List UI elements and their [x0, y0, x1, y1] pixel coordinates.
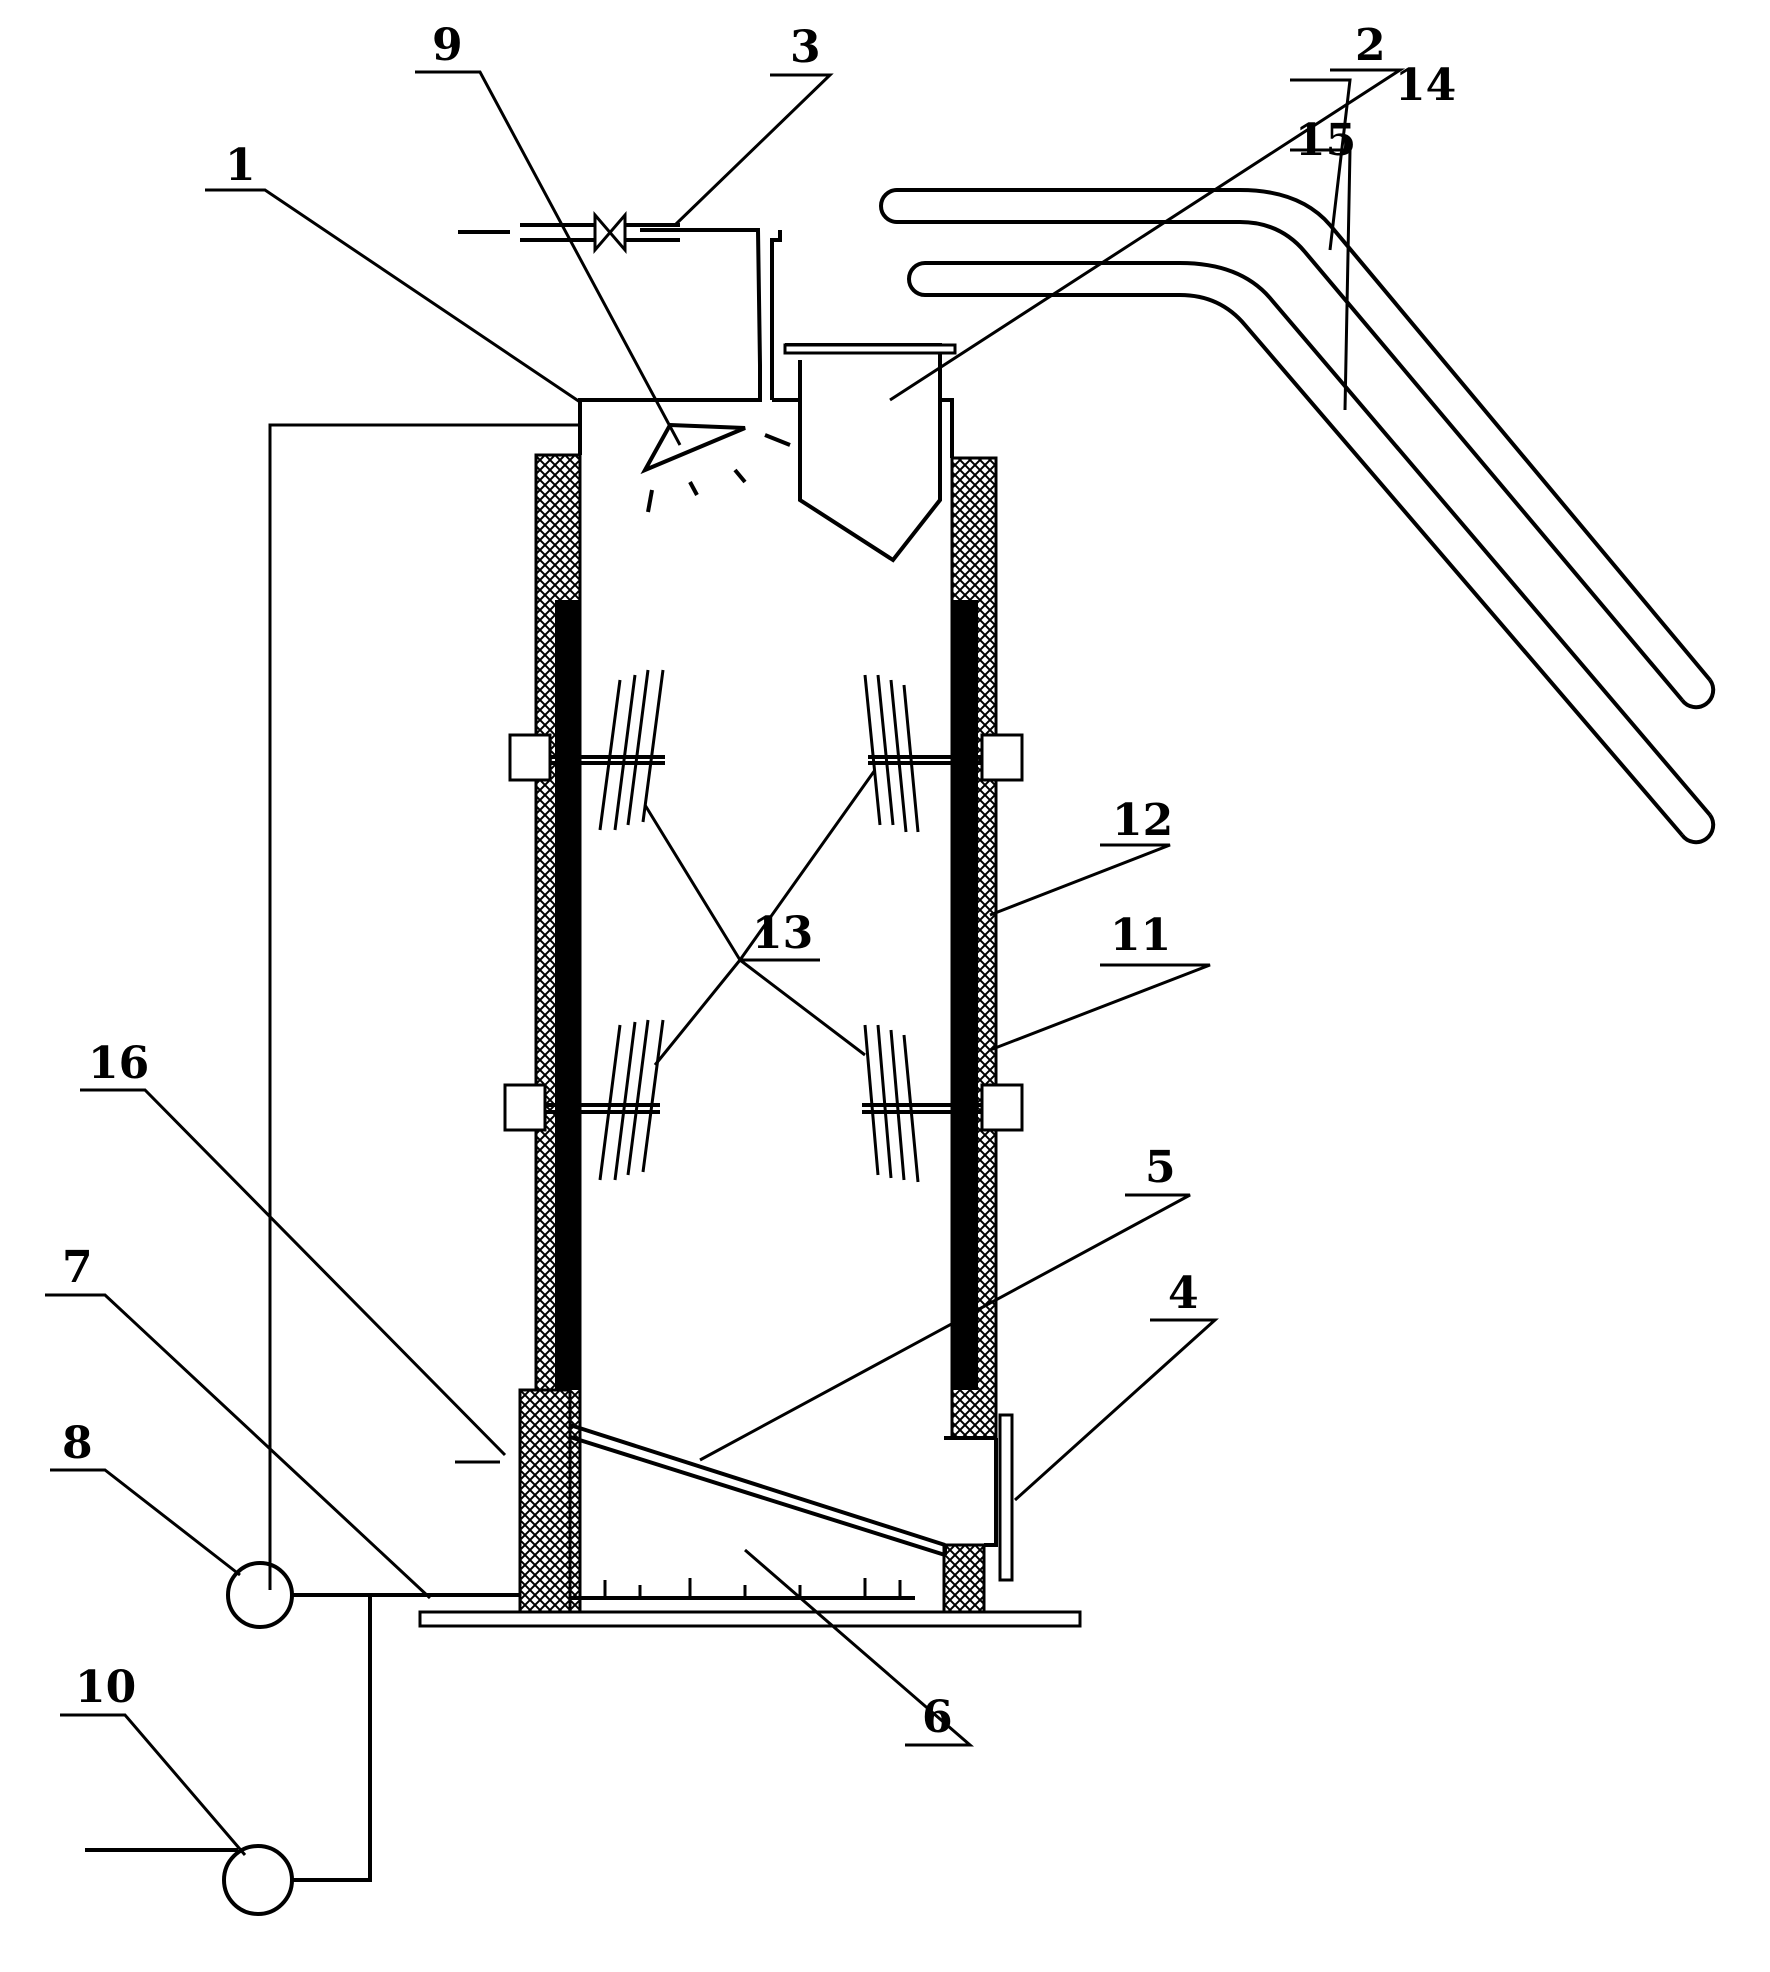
- feed-hopper: [783, 343, 957, 563]
- callout-11: 11: [1110, 910, 1171, 961]
- callout-13: 13: [752, 908, 813, 959]
- leader-lines: [45, 68, 1406, 1856]
- base-plate: [418, 1578, 1082, 1628]
- callout-3: 3: [790, 22, 821, 73]
- circulation-line: [268, 423, 580, 1590]
- callout-10: 10: [75, 1662, 136, 1713]
- left-wall: [518, 453, 582, 1617]
- callout-15: 15: [1295, 115, 1356, 166]
- callout-1: 1: [225, 140, 256, 191]
- paddles-lower: [503, 1019, 1024, 1183]
- callout-14: 14: [1395, 60, 1456, 111]
- callout-9: 9: [432, 20, 463, 71]
- callout-6: 6: [922, 1692, 953, 1743]
- callout-16: 16: [88, 1038, 149, 1089]
- discharge-door: [984, 1413, 1014, 1582]
- sieve-plate: [569, 1423, 947, 1557]
- pump-8: [226, 1561, 520, 1882]
- callout-8: 8: [62, 1418, 93, 1469]
- right-wall: [942, 456, 998, 1617]
- feed-pipe-with-valve: [458, 210, 680, 255]
- spray-nozzle: [640, 422, 791, 513]
- pump-10: [85, 1844, 294, 1916]
- callout-labels: 1 2 3 4 5 6 7 8 9 10 11 12 13 14 15 16: [62, 20, 1456, 1743]
- paddles-upper: [508, 669, 1024, 833]
- callout-5: 5: [1145, 1142, 1176, 1193]
- heat-pipe-15: [907, 261, 1716, 845]
- callout-2: 2: [1355, 20, 1386, 71]
- callout-12: 12: [1112, 795, 1173, 846]
- callout-4: 4: [1168, 1268, 1199, 1319]
- heat-pipe-14: [879, 188, 1716, 710]
- callout-7: 7: [62, 1242, 93, 1293]
